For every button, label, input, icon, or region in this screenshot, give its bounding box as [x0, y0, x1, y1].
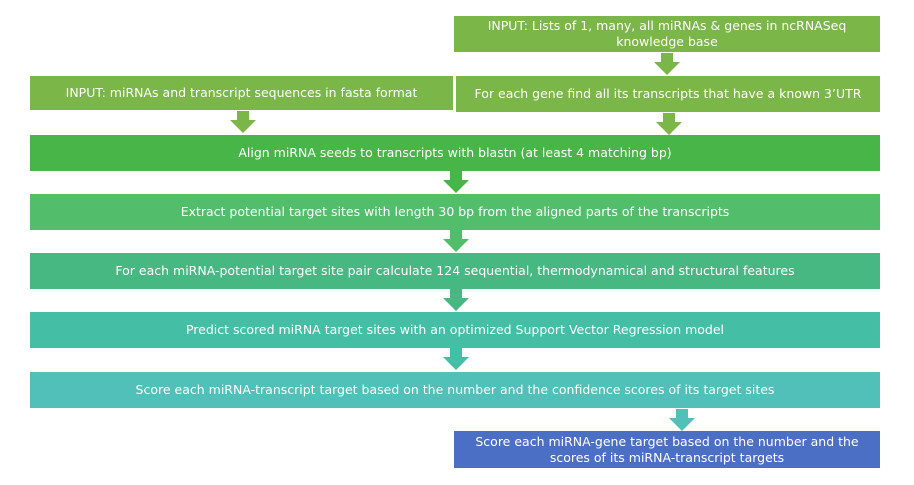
input-lists-text: INPUT: Lists of 1, many, all miRNAs & ge…	[487, 18, 847, 49]
align-text: Align miRNA seeds to transcripts with bl…	[238, 145, 672, 160]
find-transcripts-box: For each gene find all its transcripts t…	[456, 76, 880, 112]
arrow-score-transcript-to-score-gene	[669, 409, 695, 431]
arrow-fasta-to-align	[230, 111, 256, 133]
score-gene-box: Score each miRNA-gene target based on th…	[454, 431, 880, 468]
arrow-features-to-predict	[443, 289, 469, 311]
score-transcript-text: Score each miRNA-transcript target based…	[135, 382, 775, 397]
score-gene-text: Score each miRNA-gene target based on th…	[475, 433, 859, 465]
arrow-predict-to-score-transcript	[443, 348, 469, 370]
predict-text: Predict scored miRNA target sites with a…	[185, 322, 725, 337]
extract-box: Extract potential target sites with leng…	[30, 194, 880, 230]
predict-box: Predict scored miRNA target sites with a…	[30, 312, 880, 348]
arrow-transcripts-to-align	[656, 113, 682, 135]
find-transcripts-text: For each gene find all its transcripts t…	[474, 86, 862, 101]
input-fasta-text: INPUT: miRNAs and transcript sequences i…	[65, 85, 418, 100]
input-lists-box: INPUT: Lists of 1, many, all miRNAs & ge…	[454, 16, 880, 52]
extract-text: Extract potential target sites with leng…	[180, 204, 730, 219]
arrow-lists-to-transcripts	[654, 53, 680, 75]
align-box: Align miRNA seeds to transcripts with bl…	[30, 135, 880, 171]
input-fasta-box: INPUT: miRNAs and transcript sequences i…	[30, 76, 453, 110]
features-text: For each miRNA-potential target site pai…	[115, 263, 795, 278]
score-transcript-box: Score each miRNA-transcript target based…	[30, 372, 880, 408]
arrow-align-to-extract	[443, 171, 469, 193]
arrow-extract-to-features	[443, 230, 469, 252]
features-box: For each miRNA-potential target site pai…	[30, 253, 880, 289]
